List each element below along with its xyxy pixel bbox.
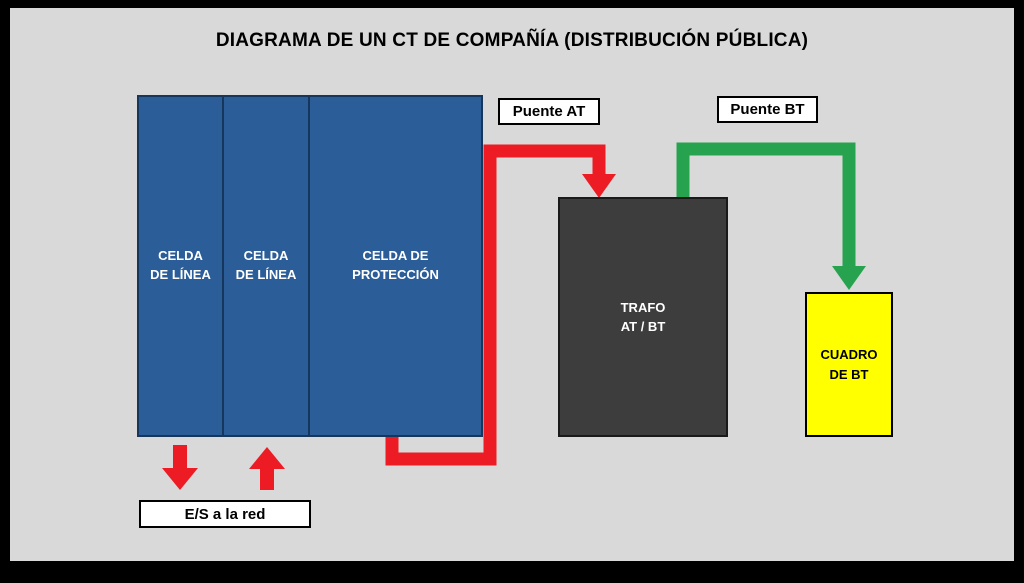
label-puente-at: Puente AT <box>498 98 600 125</box>
green-arrowhead-icon <box>832 266 866 290</box>
red-arrowhead-icon <box>582 174 616 198</box>
diagram-title: DIAGRAMA DE UN CT DE COMPAÑÍA (DISTRIBUC… <box>215 30 809 51</box>
block-trafo-at-bt: TRAFO AT / BT <box>558 197 728 437</box>
up-arrow-icon <box>249 447 285 490</box>
block-celda-proteccion: CELDA DE PROTECCIÓN <box>352 248 439 282</box>
diagram-canvas: DIAGRAMA DE UN CT DE COMPAÑÍA (DISTRIBUC… <box>10 8 1014 561</box>
label-puente-bt: Puente BT <box>717 96 818 123</box>
block-celda-linea-2: CELDA DE LÍNEA <box>224 97 310 435</box>
switchgear-block: CELDA DE LÍNEA CELDA DE LÍNEA CELDA DE P… <box>137 95 483 437</box>
label-es-a-la-red: E/S a la red <box>139 500 311 528</box>
block-cuadro-bt: CUADRO DE BT <box>805 292 893 437</box>
block-celda-linea-1: CELDA DE LÍNEA <box>139 97 224 435</box>
down-arrow-icon <box>162 445 198 490</box>
